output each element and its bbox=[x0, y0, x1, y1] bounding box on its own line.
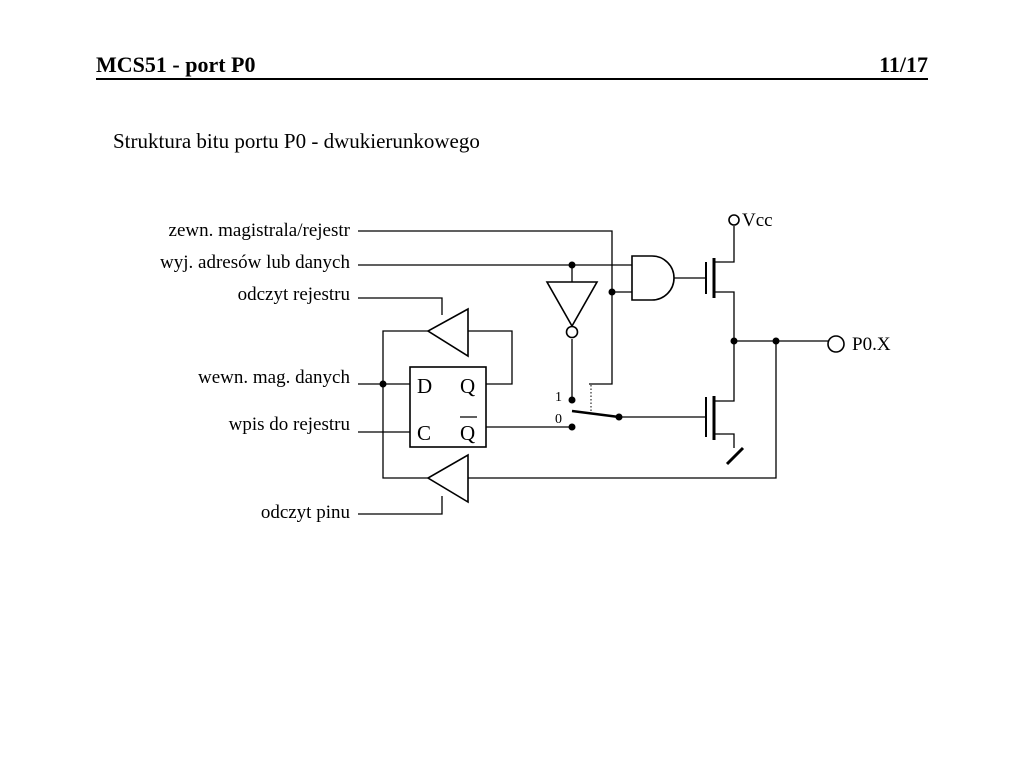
wire-read-register-output bbox=[382, 330, 428, 384]
d-flipflop bbox=[409, 366, 487, 448]
label-write-register: wpis do rejestru bbox=[229, 414, 351, 435]
mux-switch-arm bbox=[571, 409, 620, 419]
wire-lower-source bbox=[720, 433, 735, 448]
wire-pin-readback bbox=[468, 341, 777, 479]
pin-terminal bbox=[827, 335, 845, 353]
mux-contact-0 bbox=[568, 423, 576, 431]
vcc-label: Vcc bbox=[742, 210, 773, 231]
wire-ext-bus-control bbox=[358, 230, 613, 385]
label-read-pin: odczyt pinu bbox=[261, 502, 351, 523]
wire-read-register bbox=[358, 297, 443, 315]
page-number: 11/17 bbox=[879, 52, 928, 77]
junction-dot bbox=[379, 380, 387, 388]
mux-pivot bbox=[615, 413, 623, 421]
vcc-terminal bbox=[728, 214, 740, 226]
wire-q-feedback bbox=[468, 330, 513, 385]
ff-pin-qbar: Q bbox=[460, 421, 475, 445]
mux-contact-1 bbox=[568, 396, 576, 404]
pin-label: P0.X bbox=[852, 334, 891, 355]
wire-lower-drain bbox=[720, 341, 735, 402]
label-addr-data-out: wyj. adresów lub danych bbox=[160, 252, 350, 273]
ground-symbol bbox=[725, 446, 745, 466]
label-ext-bus: zewn. magistrala/rejestr bbox=[169, 220, 351, 241]
wire-upper-source bbox=[720, 291, 735, 341]
wire-vcc-drain bbox=[720, 226, 735, 263]
mux-label-1: 1 bbox=[555, 390, 562, 405]
junction-dot bbox=[730, 337, 738, 345]
ff-pin-c: C bbox=[417, 421, 431, 445]
inverter-gate bbox=[545, 281, 599, 328]
slide-subtitle: Struktura bitu portu P0 - dwukierunkoweg… bbox=[113, 129, 480, 153]
junction-dot bbox=[568, 261, 576, 269]
header-rule bbox=[96, 78, 928, 80]
ff-pin-q: Q bbox=[460, 374, 475, 398]
inverter-bubble bbox=[565, 325, 579, 339]
junction-dot bbox=[608, 288, 616, 296]
wire-read-pin bbox=[358, 496, 443, 515]
label-read-register: odczyt rejestru bbox=[238, 284, 351, 305]
slide-title: MCS51 - port P0 bbox=[96, 52, 256, 77]
buffer-read-pin bbox=[426, 453, 469, 504]
mux-label-0: 0 bbox=[555, 412, 562, 427]
label-int-data-bus: wewn. mag. danych bbox=[198, 367, 350, 388]
and-gate bbox=[631, 255, 675, 301]
junction-dot bbox=[772, 337, 780, 345]
ff-pin-d: D bbox=[417, 374, 432, 398]
buffer-read-register bbox=[426, 307, 469, 358]
wire-read-pin-output bbox=[382, 384, 428, 479]
